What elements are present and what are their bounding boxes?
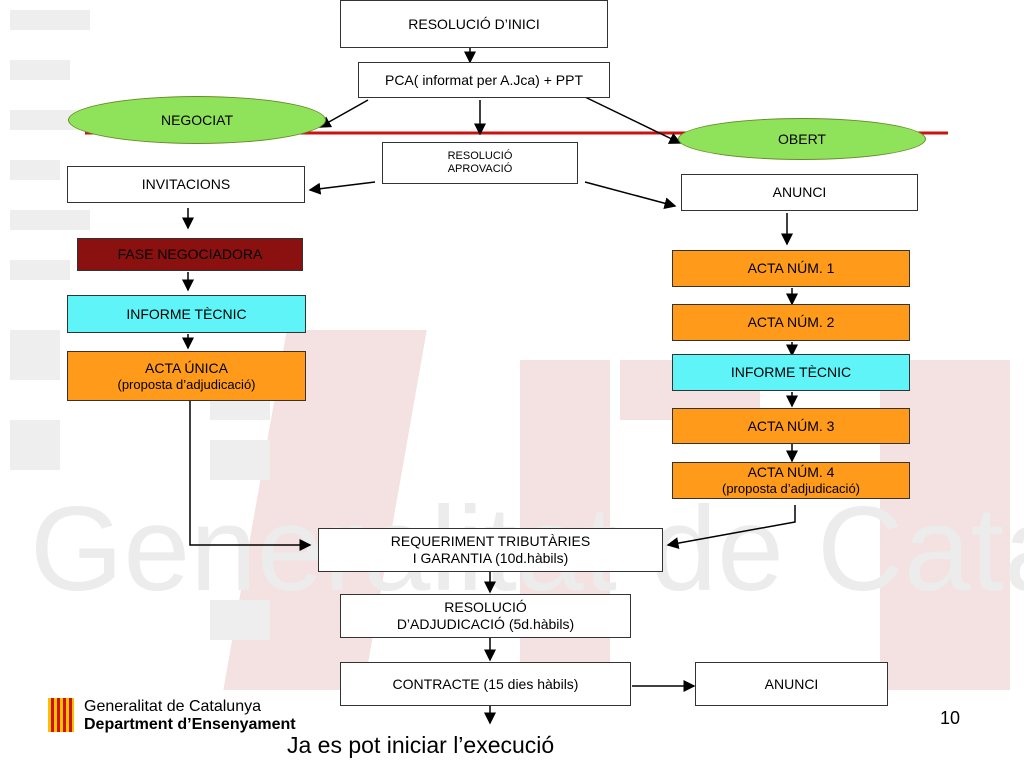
node-resolucio-adjudicacio-line2: D’ADJUDICACIÓ (5d.hàbils)	[396, 616, 575, 632]
node-anunci-top-label: ANUNCI	[772, 184, 827, 201]
node-acta-4-line1: ACTA NÚM. 4	[747, 464, 835, 481]
node-acta-unica-line2: (proposta d’adjudicació)	[117, 376, 256, 392]
node-obert: OBERT	[678, 118, 926, 160]
node-acta-1: ACTA NÚM. 1	[672, 250, 910, 287]
node-requeriment: REQUERIMENT TRIBUTÀRIES I GARANTIA (10d.…	[318, 528, 663, 572]
node-negociat: NEGOCIAT	[68, 96, 326, 144]
node-acta-2-label: ACTA NÚM. 2	[747, 314, 835, 331]
execucio-text: Ja es pot iniciar l’execució	[287, 732, 555, 758]
node-contracte: CONTRACTE (15 dies hàbils)	[340, 662, 631, 706]
node-informe-tecnic-left: INFORME TÈCNIC	[67, 295, 306, 333]
node-contracte-label: CONTRACTE (15 dies hàbils)	[392, 675, 579, 692]
node-invitacions: INVITACIONS	[67, 166, 305, 203]
node-fase-negociadora: FASE NEGOCIADORA	[77, 238, 303, 271]
node-acta-3-label: ACTA NÚM. 3	[747, 417, 835, 434]
node-pca: PCA( informat per A.Jca) + PPT	[358, 62, 610, 98]
node-pca-label: PCA( informat per A.Jca) + PPT	[384, 71, 583, 88]
node-acta-3: ACTA NÚM. 3	[672, 408, 910, 444]
node-resolucio-adjudicacio: RESOLUCIÓ D’ADJUDICACIÓ (5d.hàbils)	[340, 594, 631, 638]
node-resolucio-aprovacio: RESOLUCIÓ APROVACIÓ	[382, 142, 578, 184]
node-informe-tecnic-left-label: INFORME TÈCNIC	[126, 305, 247, 322]
node-informe-tecnic-right-label: INFORME TÈCNIC	[730, 364, 852, 381]
node-informe-tecnic-right: INFORME TÈCNIC	[672, 354, 910, 391]
node-resolucio-adjudicacio-line1: RESOLUCIÓ	[444, 599, 527, 616]
node-acta-unica: ACTA ÚNICA (proposta d’adjudicació)	[67, 351, 306, 401]
node-invitacions-label: INVITACIONS	[141, 176, 231, 193]
node-requeriment-line1: REQUERIMENT TRIBUTÀRIES	[390, 533, 591, 550]
node-acta-1-label: ACTA NÚM. 1	[747, 260, 835, 277]
node-anunci-bottom: ANUNCI	[695, 662, 888, 706]
node-acta-4-line2: (proposta d’adjudicació)	[721, 481, 861, 497]
page-number: 10	[940, 708, 961, 728]
node-resolucio-aprovacio-line2: APROVACIÓ	[447, 163, 513, 175]
generalitat-logo-icon	[48, 698, 74, 732]
node-acta-4: ACTA NÚM. 4 (proposta d’adjudicació)	[672, 462, 910, 499]
node-negociat-label: NEGOCIAT	[160, 112, 234, 128]
node-fase-negociadora-label: FASE NEGOCIADORA	[117, 246, 263, 263]
org-line1: Generalitat de Catalunya	[84, 698, 261, 715]
node-acta-unica-line1: ACTA ÚNICA	[145, 359, 228, 376]
node-resolucio-inici: RESOLUCIÓ D’INICI	[340, 0, 608, 48]
node-resolucio-aprovacio-line1: RESOLUCIÓ	[447, 149, 513, 162]
node-anunci-top: ANUNCI	[681, 174, 918, 211]
node-obert-label: OBERT	[778, 131, 826, 147]
node-resolucio-inici-label: RESOLUCIÓ D’INICI	[408, 15, 540, 32]
org-line2: Department d’Ensenyament	[84, 716, 296, 733]
node-requeriment-line2: I GARANTIA (10d.hàbils)	[412, 550, 569, 566]
node-anunci-bottom-label: ANUNCI	[764, 675, 819, 692]
node-acta-2: ACTA NÚM. 2	[672, 304, 910, 341]
